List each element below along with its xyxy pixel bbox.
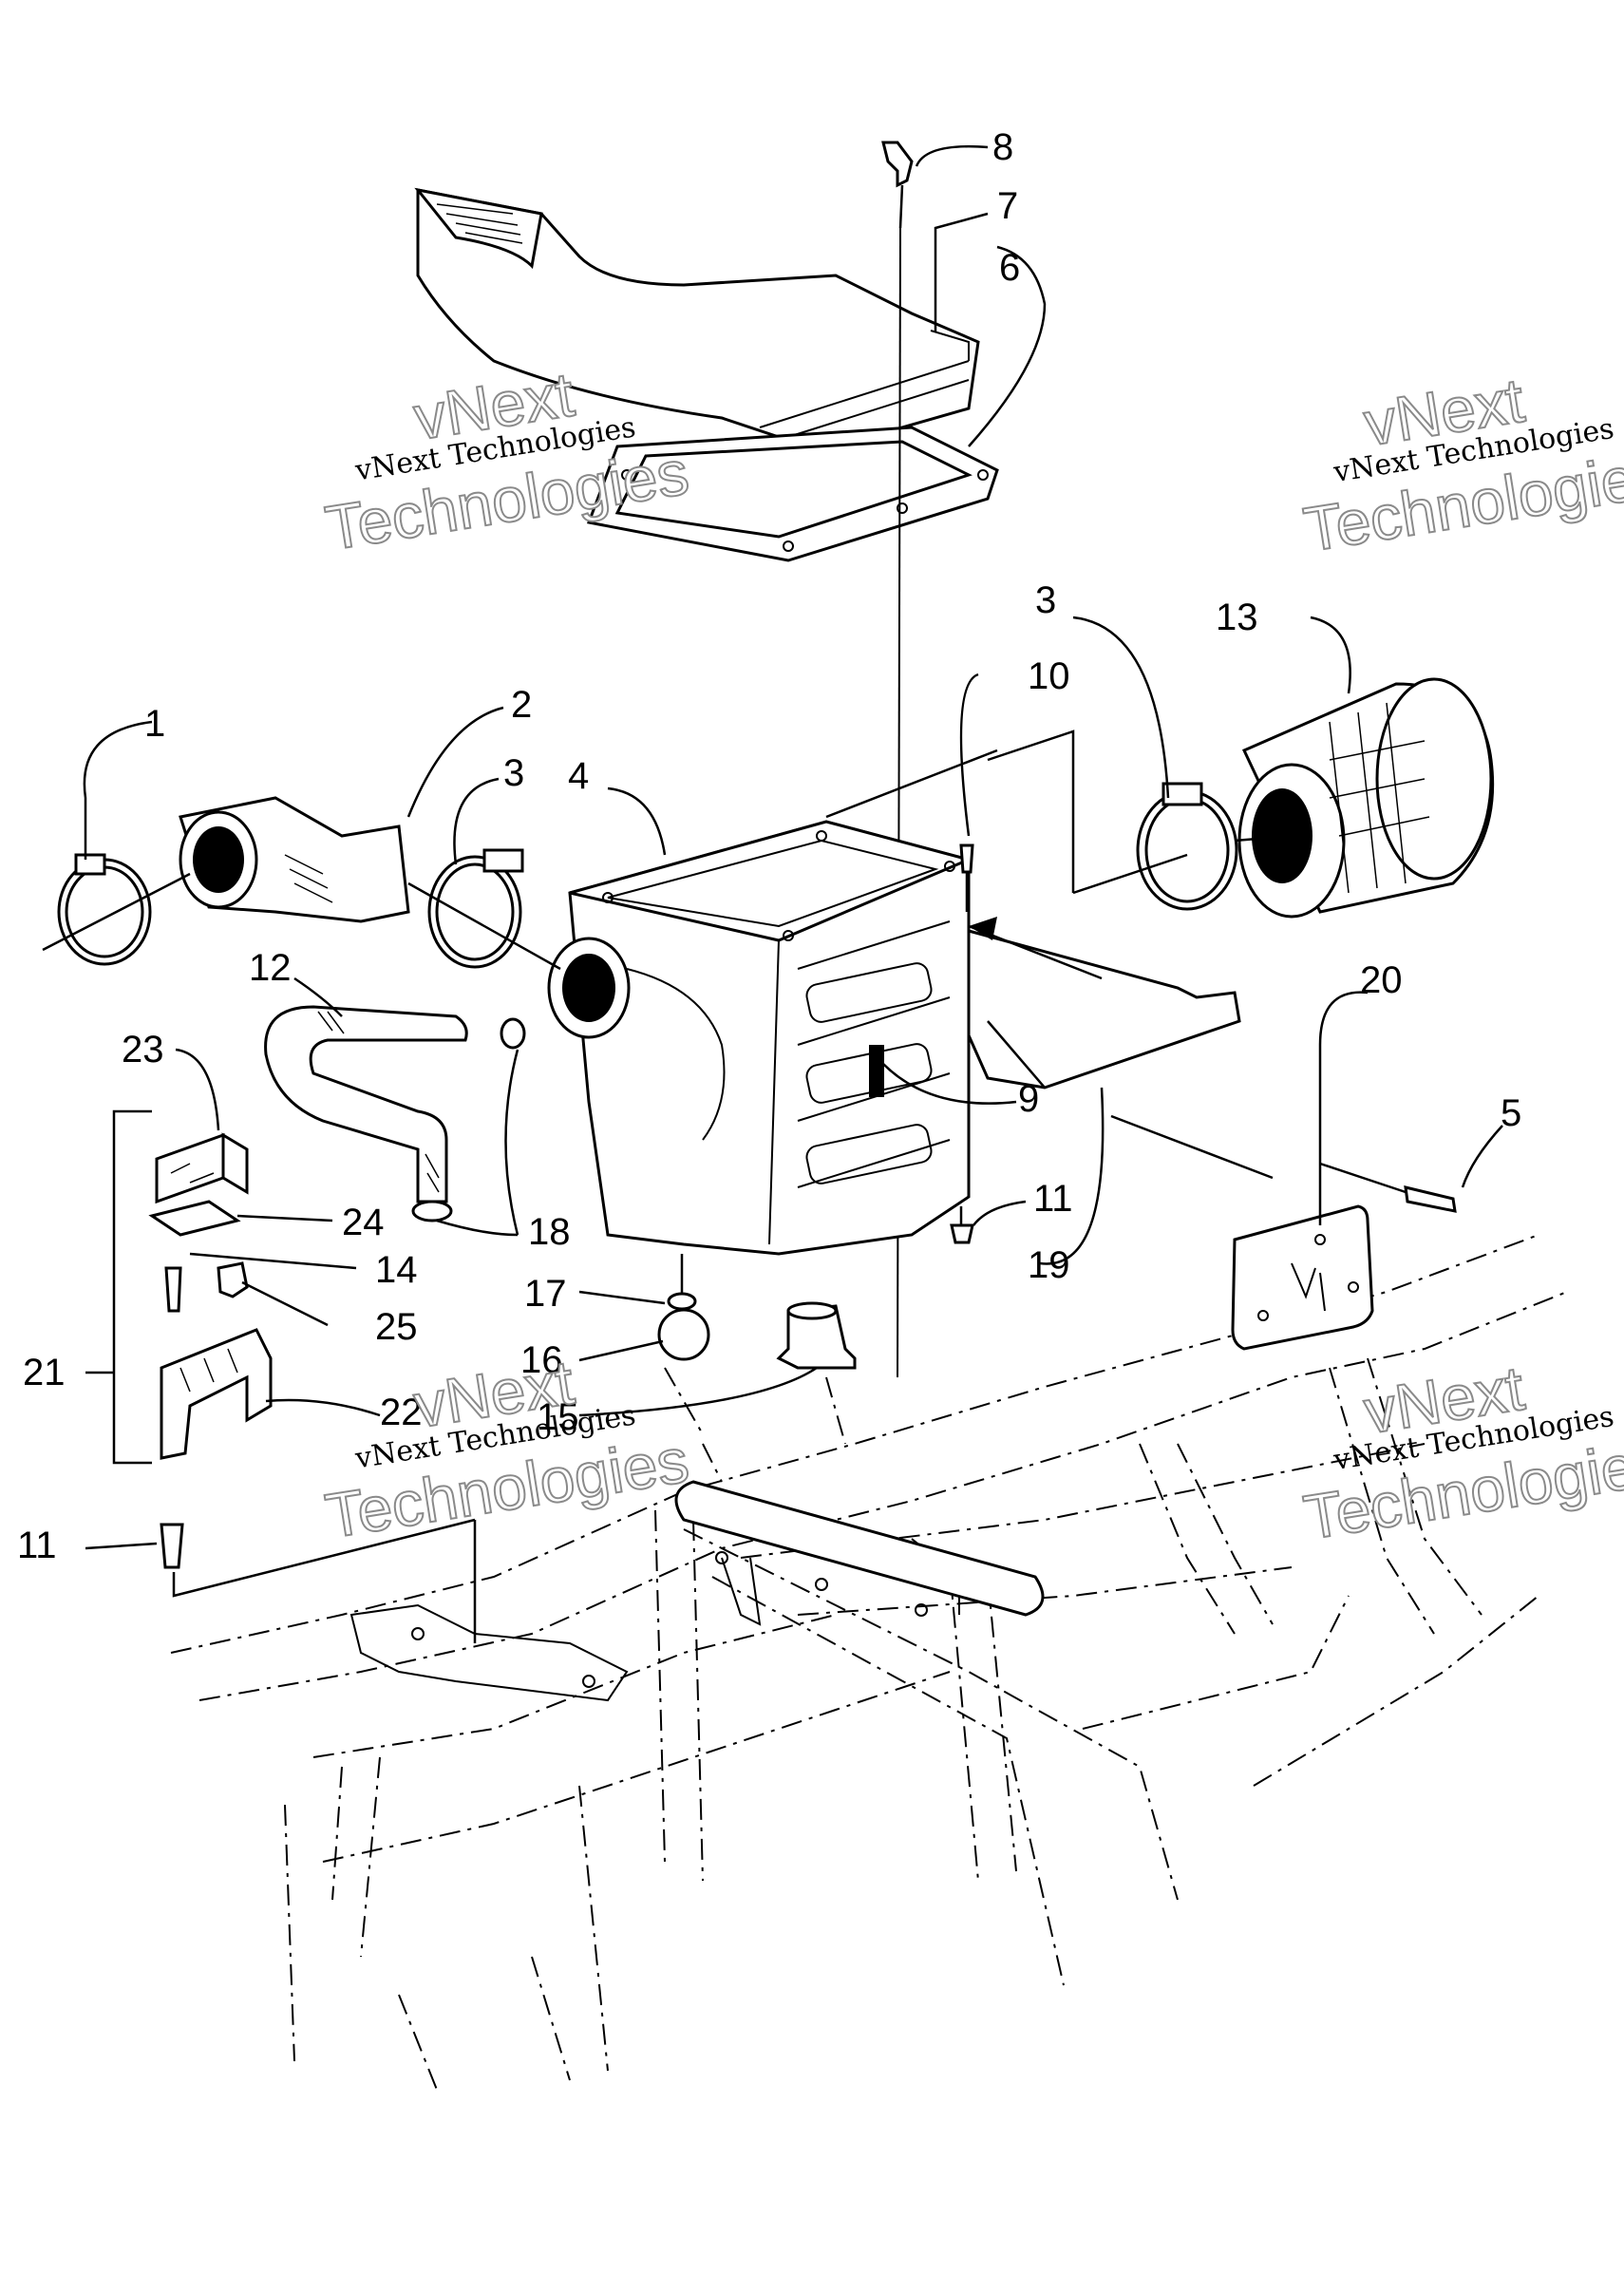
- watermark-top-right: vNext vNext Technologies Technologies: [1298, 364, 1624, 566]
- screw-part-10: [959, 843, 974, 912]
- callout-15: 15: [537, 1396, 579, 1438]
- bolt-part-5: [1319, 1162, 1457, 1213]
- callout-19: 19: [1028, 1244, 1070, 1286]
- callout-2: 2: [511, 684, 532, 726]
- hose-clamp-part-18: [411, 1017, 526, 1237]
- callout-3-left: 3: [503, 752, 524, 794]
- callout-13: 13: [1216, 597, 1258, 638]
- callout-22: 22: [380, 1392, 423, 1433]
- grommet-part-11-left: [160, 1523, 184, 1569]
- chassis-frame-outline: [170, 1234, 1568, 2091]
- mount-bracket-part-15: [776, 1301, 857, 1370]
- callout-20: 20: [1360, 959, 1403, 1001]
- airbox-cover-part: [414, 187, 980, 448]
- hose-clamp-part-3-right: [1136, 782, 1238, 911]
- intake-boot-part-2: [179, 796, 410, 923]
- callout-labels: 1 2 3 3 4 5 6 7 8 9 10 11 11 12 13 14 15…: [17, 126, 1521, 1566]
- callout-25: 25: [375, 1306, 418, 1348]
- callout-18: 18: [528, 1211, 571, 1253]
- callout-5: 5: [1501, 1092, 1521, 1134]
- callout-23: 23: [122, 1029, 164, 1071]
- callout-16: 16: [520, 1339, 563, 1381]
- watermark-bottom-right: vNext vNext Technologies Technologies: [1298, 1352, 1624, 1554]
- callout-7: 7: [997, 185, 1018, 227]
- breather-hose-part-12: [264, 1005, 468, 1203]
- callout-4: 4: [568, 755, 589, 797]
- callout-1: 1: [144, 703, 165, 745]
- callout-10: 10: [1028, 655, 1070, 697]
- callout-3-right: 3: [1035, 579, 1056, 621]
- drain-nut-part-17: [667, 1254, 697, 1311]
- drain-valve-part-16: [657, 1308, 710, 1361]
- callout-leader-lines: [83, 144, 1503, 1550]
- callout-14: 14: [375, 1249, 418, 1291]
- grommet-part-11-right: [950, 1206, 974, 1244]
- air-filter-part: [1237, 677, 1495, 919]
- callout-11-right: 11: [1033, 1178, 1073, 1220]
- callout-9: 9: [1018, 1078, 1039, 1120]
- plate-gasket-part-19: [967, 917, 1241, 1090]
- hose-clamp-part-3-left: [427, 848, 524, 969]
- airbox-housing-part: [547, 820, 973, 1256]
- callout-17: 17: [524, 1273, 567, 1315]
- callout-24: 24: [342, 1202, 385, 1243]
- bracket-assembly-group-21: [85, 1109, 477, 1643]
- callout-12: 12: [249, 947, 292, 989]
- callout-8: 8: [992, 126, 1013, 168]
- hose-clamp-part-1: [57, 853, 152, 966]
- side-panel-part-20: [1110, 1114, 1374, 1351]
- callout-21: 21: [23, 1352, 66, 1393]
- spring-part: [869, 1045, 884, 1097]
- callout-6: 6: [999, 247, 1020, 289]
- assembly-axis-line-right: [1072, 834, 1293, 895]
- callout-11-left: 11: [17, 1525, 57, 1566]
- assembly-step-line-right: [825, 730, 1075, 893]
- airbox-gasket-part: [586, 426, 999, 562]
- watermark-bottom-left: vNext vNext Technologies Technologies: [320, 1345, 694, 1551]
- assembly-axis-line-left: [42, 872, 561, 971]
